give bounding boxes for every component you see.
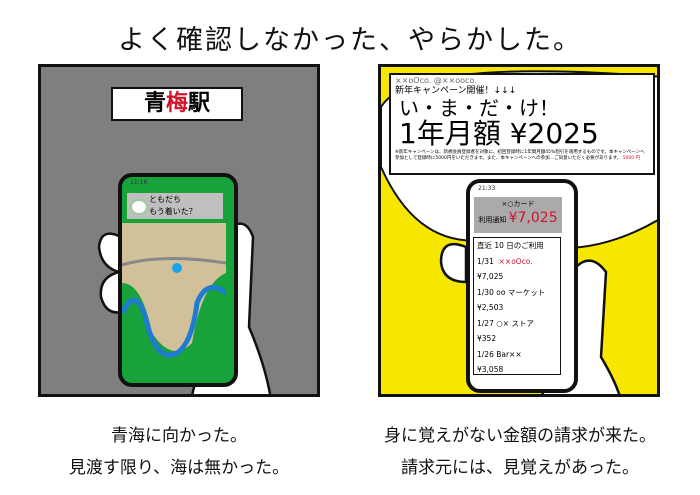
list-item[interactable]: 1/31 ××oOco.¥7,025 bbox=[477, 256, 533, 282]
fine-print-highlight: 5000 円 bbox=[622, 156, 641, 161]
phone-time: 11:16 bbox=[130, 179, 148, 186]
list-item[interactable]: 1/30 oo マーケット¥2,503 bbox=[477, 287, 546, 313]
campaign-ad: ××oOco. @××ooco. 新年キャンペーン開催！↓↓↓ い・ま・だ・け！… bbox=[389, 73, 655, 175]
station-sign: 青梅駅 bbox=[111, 87, 243, 121]
ad-headline: 新年キャンペーン開催！↓↓↓ bbox=[395, 86, 517, 96]
caption-line: 青海に向かった。 bbox=[111, 426, 247, 446]
caption-line: 見渡す限り、海は無かった。 bbox=[68, 458, 290, 478]
usage-list: 直近 10 日のご利用 1/31 ××oOco.¥7,025 1/30 oo マ… bbox=[473, 237, 561, 375]
page-title: よく確認しなかった、やらかした。 bbox=[118, 25, 582, 56]
card-name: ×○カード bbox=[501, 200, 535, 208]
right-caption: 身に覚えがない金額の請求が来た。 請求元には、見覚えがあった。 bbox=[350, 420, 690, 484]
message-notification[interactable]: ともだち もう着いた？ bbox=[127, 193, 223, 219]
sender-name: ともだち bbox=[149, 195, 181, 204]
ad-account: ××oOco. @××ooco. bbox=[395, 76, 477, 85]
right-panel: ××oOco. @××ooco. 新年キャンペーン開催！↓↓↓ い・ま・だ・け！… bbox=[378, 64, 660, 397]
card-notification[interactable]: ×○カード 利用通知 ¥7,025 bbox=[474, 197, 562, 233]
chat-bubble-icon bbox=[130, 199, 148, 215]
ad-slogan: い・ま・だ・け！ bbox=[399, 96, 559, 120]
phone-screen: 21:33 ×○カード 利用通知 ¥7,025 直近 10 日のご利用 1/31… bbox=[466, 179, 578, 393]
sign-char-red: 梅 bbox=[165, 91, 188, 116]
left-panel: 青梅駅 11:16 ともだち もう着いた？ bbox=[38, 64, 320, 397]
notice-amount: ¥7,025 bbox=[508, 210, 558, 226]
list-item[interactable]: 1/27 ○× ストア¥352 bbox=[477, 318, 534, 344]
phone-time: 21:33 bbox=[478, 185, 496, 192]
map-icon bbox=[122, 223, 226, 358]
phone-screen: 11:16 ともだち もう着いた？ bbox=[118, 173, 238, 387]
list-item[interactable]: 1/26 Bar××¥3,058 bbox=[477, 349, 522, 375]
sign-char: 駅 bbox=[188, 91, 211, 116]
caption-line: 身に覚えがない金額の請求が来た。 bbox=[384, 426, 656, 446]
location-pin-icon bbox=[172, 263, 182, 273]
ad-price: 1年月額 ¥2025 bbox=[399, 117, 599, 150]
notice-label: 利用通知 bbox=[478, 216, 507, 224]
ad-fine-print: ※新年キャンペーンは、新規会員登録者を対象に、初回登録時に1年間月額45%割引を… bbox=[395, 150, 645, 161]
message-text: もう着いた？ bbox=[149, 207, 197, 216]
sign-char: 青 bbox=[143, 91, 166, 116]
left-caption: 青海に向かった。 見渡す限り、海は無かった。 bbox=[38, 420, 320, 484]
caption-line: 請求元には、見覚えがあった。 bbox=[401, 458, 639, 478]
list-header: 直近 10 日のご利用 bbox=[477, 241, 544, 250]
